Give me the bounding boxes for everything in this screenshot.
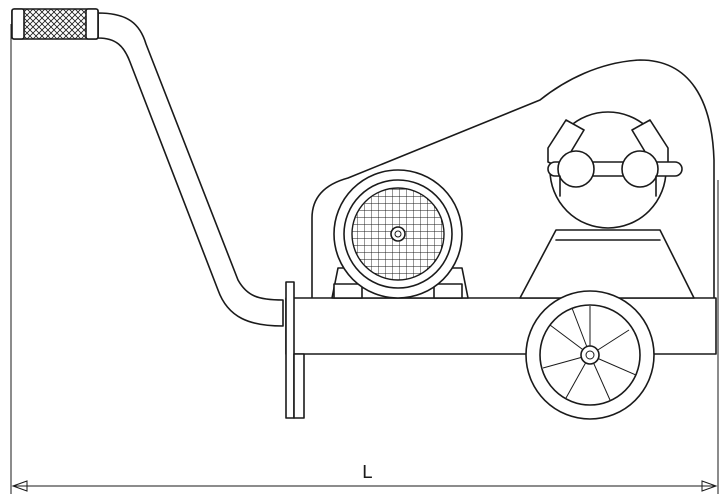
dimension-arrow-right: [701, 480, 718, 492]
drum-stand: [519, 229, 695, 299]
electric-motor: [331, 169, 469, 299]
wheel-hub: [580, 345, 600, 365]
motor-fan-ring: [343, 179, 453, 289]
drum-eye-right: [621, 150, 659, 188]
front-bracket: [285, 281, 295, 419]
handle-grip: [11, 8, 99, 40]
handle-tube: [97, 12, 284, 327]
dimension-L: L: [10, 24, 719, 494]
grip-end-cap: [11, 8, 25, 40]
motor-shaft-cap: [390, 226, 406, 242]
dimension-arrow-left: [11, 480, 28, 492]
front-bracket-plate: [293, 353, 305, 419]
wheel-rim: [539, 304, 641, 406]
machine-housing: [311, 59, 715, 299]
dimension-label: L: [362, 462, 372, 483]
motor-foot-left: [333, 283, 363, 299]
drum-clamp-left: [547, 119, 585, 169]
drum-assembly: [519, 111, 695, 299]
wheel: [525, 290, 655, 420]
handle: [11, 8, 284, 327]
motor-foot-right: [433, 283, 463, 299]
drum-eye-left: [557, 150, 595, 188]
grip-collar: [85, 8, 99, 40]
